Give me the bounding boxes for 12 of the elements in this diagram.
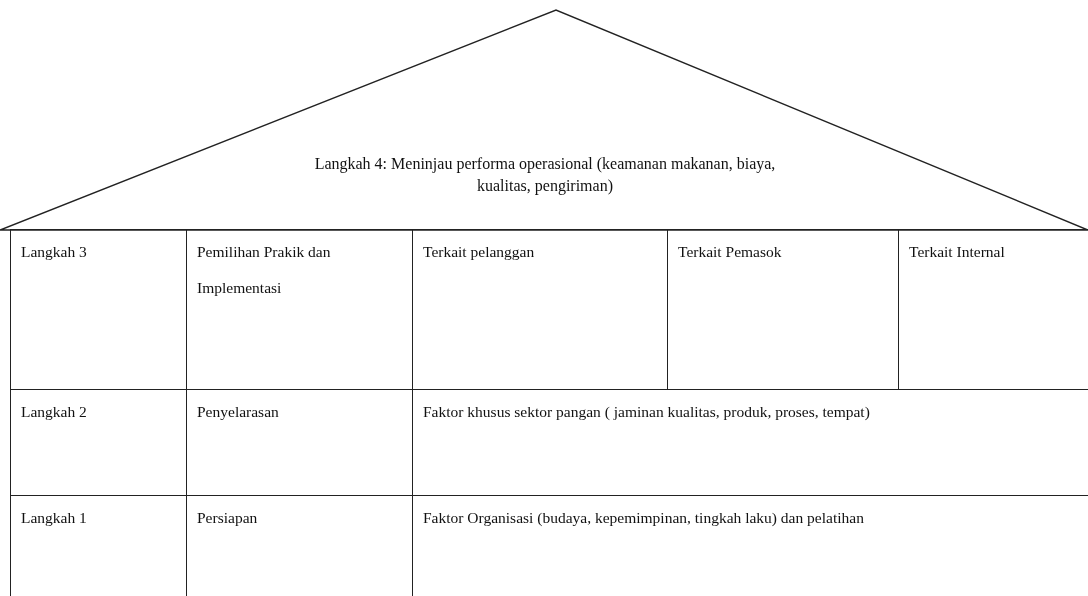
phase-label: Persiapan	[196, 508, 259, 528]
phase-label: Penyelarasan	[196, 402, 280, 422]
step-label: Langkah 2	[20, 402, 88, 422]
step-label: Langkah 1	[20, 508, 88, 528]
factor-text: Faktor khusus sektor pangan ( jaminan kualitas, produk, proses, tempat)	[422, 402, 871, 422]
step-label: Langkah 3	[20, 242, 88, 262]
factor-text: Terkait pelanggan	[422, 242, 536, 262]
roof-text: Langkah 4: Meninjau performa operasional (keamanan makanan, biaya, kualitas, pengiriman)	[313, 154, 777, 197]
factor-text: Terkait Pemasok	[677, 242, 783, 262]
factor-text: Faktor Organisasi (budaya, kepemimpinan, tingkah laku) dan pelatihan	[422, 508, 865, 528]
phase-label: Pemilihan Prakik dan Implementasi	[196, 242, 332, 298]
factor-text: Terkait Internal	[908, 242, 1006, 262]
